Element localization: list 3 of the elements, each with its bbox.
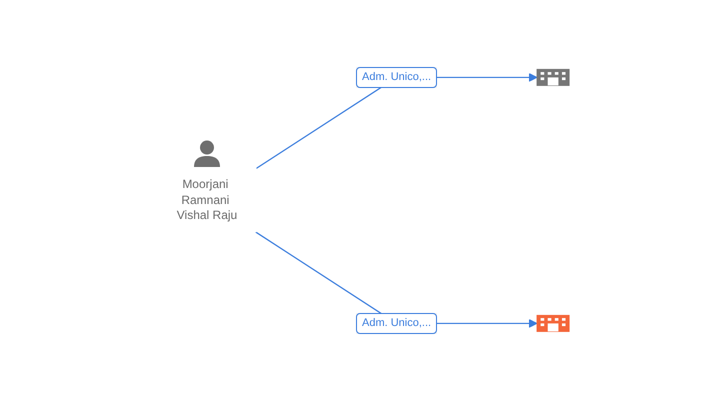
node-text: Moorjani Ramnani Vishal Raju — [177, 176, 238, 222]
edge-label: Adm. Unico,... — [356, 66, 438, 88]
edge-label: Adm. Unico,... — [356, 312, 438, 334]
